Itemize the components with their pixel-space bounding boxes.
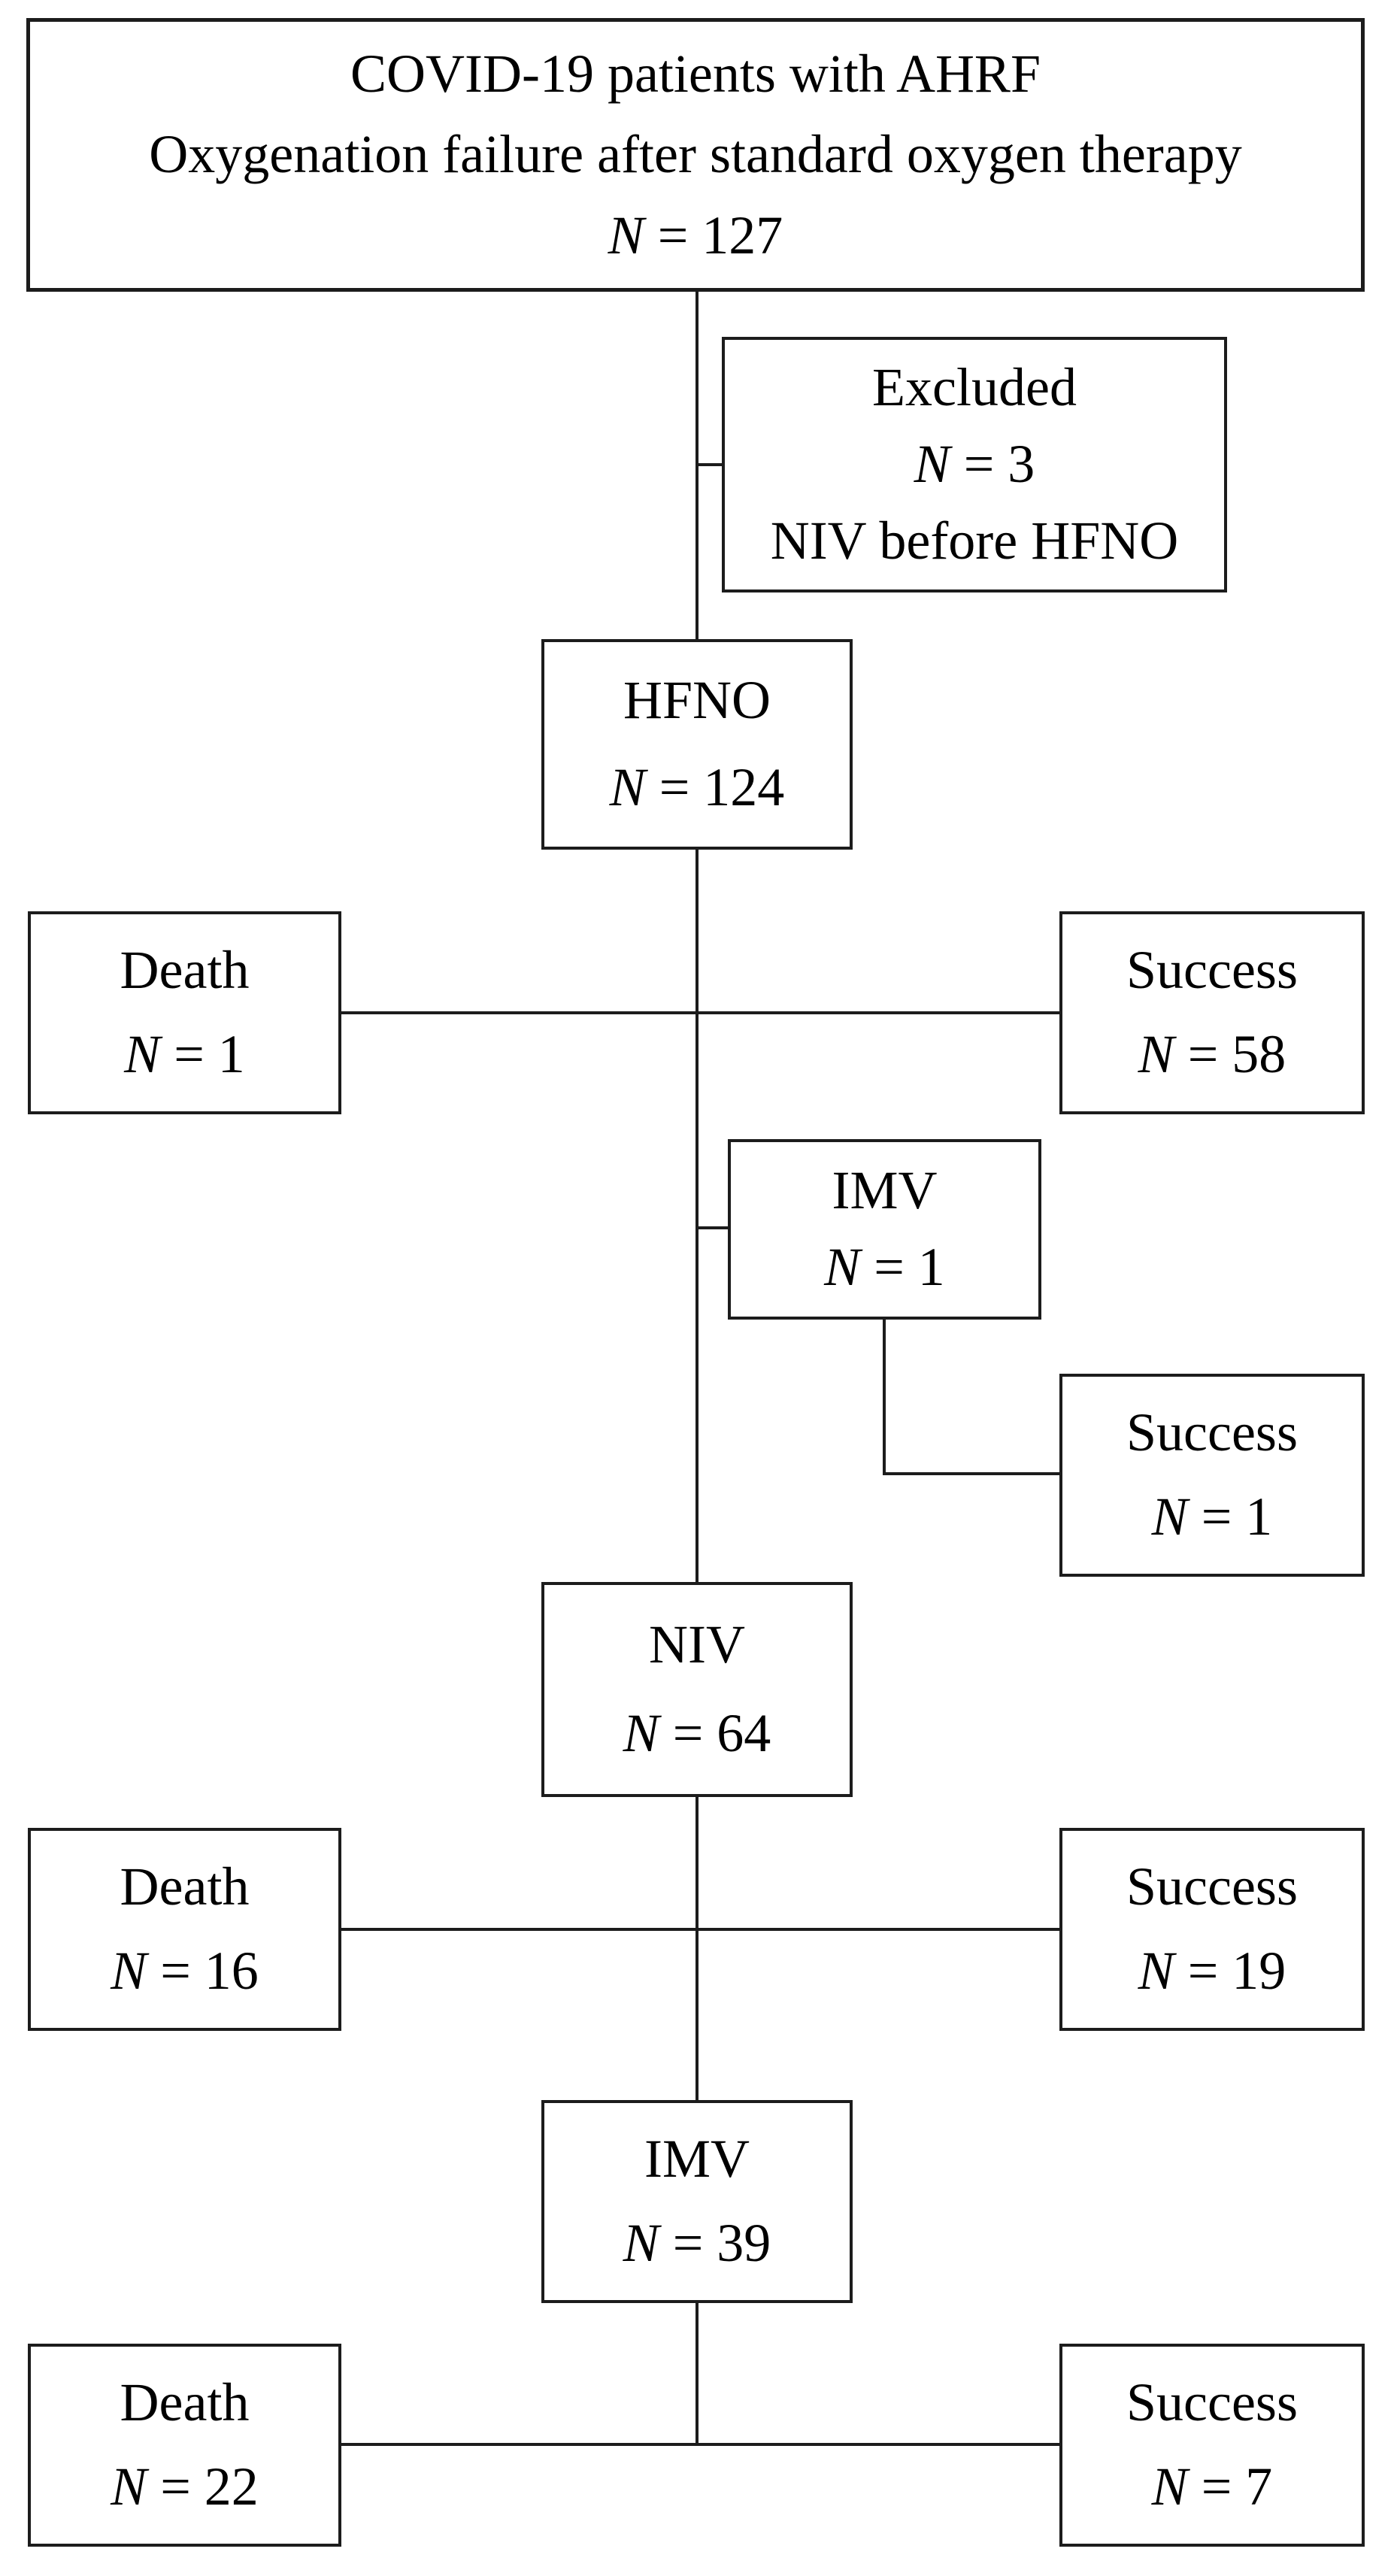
connector-imv-crossover-to-success	[883, 1472, 1061, 1475]
enrollment-title: COVID-19 patients with AHRF	[350, 43, 1041, 104]
niv-count: N = 64	[623, 1703, 771, 1764]
connector-hfno-death-success	[341, 1011, 1059, 1014]
excluded-count: N = 3	[914, 434, 1035, 495]
imv-crossover-success-title: Success	[1126, 1402, 1298, 1462]
connector-imv-crossover-drop	[883, 1320, 886, 1475]
node-imv-success: Success N = 7	[1059, 2344, 1365, 2547]
imv-death-count: N = 22	[111, 2456, 259, 2517]
niv-death-title: Death	[120, 1856, 250, 1917]
niv-title: NIV	[649, 1614, 745, 1675]
connector-imv-death-success	[341, 2443, 1059, 2446]
connector-trunk-to-excluded	[695, 463, 723, 466]
node-imv-crossover: IMV N = 1	[728, 1139, 1041, 1320]
hfno-title: HFNO	[623, 670, 771, 731]
enrollment-subtitle: Oxygenation failure after standard oxyge…	[149, 124, 1242, 185]
connector-niv-death-success	[341, 1928, 1059, 1931]
imv-death-title: Death	[120, 2371, 250, 2432]
node-niv: NIV N = 64	[541, 1582, 853, 1797]
node-imv-crossover-success: Success N = 1	[1059, 1374, 1365, 1577]
hfno-death-count: N = 1	[124, 1024, 245, 1085]
node-imv-death: Death N = 22	[28, 2344, 341, 2547]
connector-imv-to-outcomes	[695, 2303, 699, 2446]
node-enrollment: COVID-19 patients with AHRF Oxygenation …	[26, 18, 1365, 292]
node-hfno: HFNO N = 124	[541, 639, 853, 850]
enrollment-count: N = 127	[608, 205, 783, 265]
niv-success-title: Success	[1126, 1856, 1298, 1917]
connector-hfno-to-niv	[695, 850, 699, 1582]
imv-crossover-title: IMV	[832, 1159, 938, 1220]
imv-count: N = 39	[623, 2213, 771, 2274]
node-hfno-success: Success N = 58	[1059, 911, 1365, 1114]
hfno-success-title: Success	[1126, 939, 1298, 1000]
imv-crossover-success-count: N = 1	[1151, 1487, 1273, 1547]
node-imv: IMV N = 39	[541, 2100, 853, 2303]
niv-success-count: N = 19	[1138, 1941, 1286, 2002]
node-niv-death: Death N = 16	[28, 1828, 341, 2031]
node-excluded: Excluded N = 3 NIV before HFNO	[722, 337, 1227, 592]
imv-crossover-count: N = 1	[824, 1237, 945, 1298]
hfno-success-count: N = 58	[1138, 1024, 1286, 1085]
imv-success-count: N = 7	[1151, 2456, 1273, 2517]
hfno-count: N = 124	[609, 757, 785, 818]
excluded-title: Excluded	[872, 357, 1077, 418]
node-niv-success: Success N = 19	[1059, 1828, 1365, 2031]
connector-niv-to-imv	[695, 1797, 699, 2100]
hfno-death-title: Death	[120, 939, 250, 1000]
niv-death-count: N = 16	[111, 1941, 259, 2002]
node-hfno-death: Death N = 1	[28, 911, 341, 1114]
imv-success-title: Success	[1126, 2371, 1298, 2432]
imv-title: IMV	[644, 2128, 750, 2189]
excluded-reason: NIV before HFNO	[770, 511, 1179, 571]
connector-trunk-to-imv-crossover	[695, 1226, 729, 1229]
